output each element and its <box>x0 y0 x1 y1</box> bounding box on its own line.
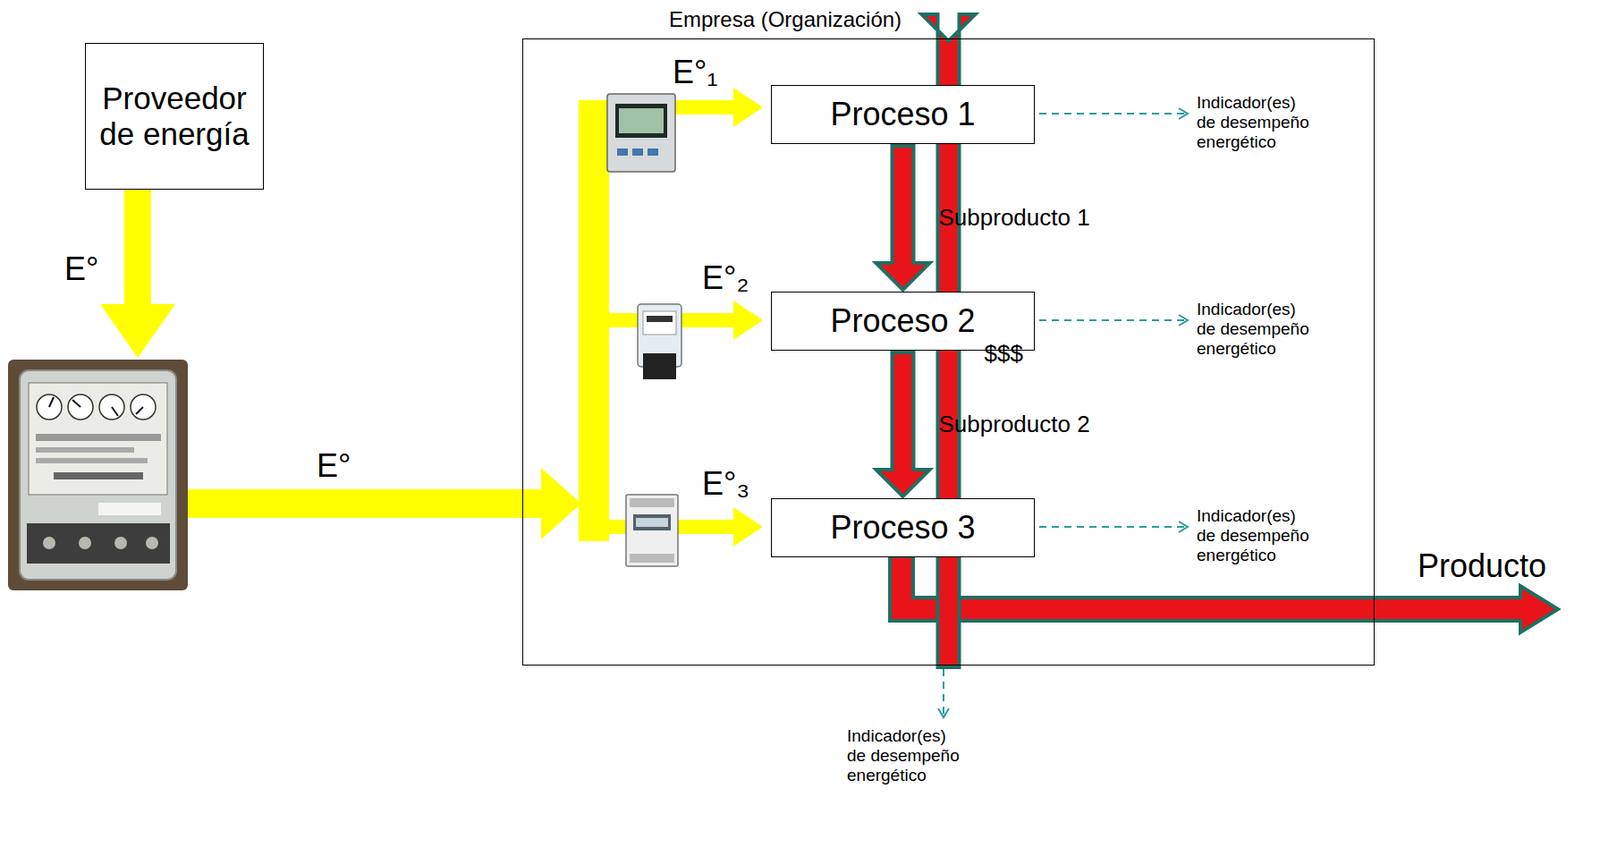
branch-arrow <box>609 300 763 340</box>
meter-label <box>98 502 161 516</box>
meter-glass <box>19 370 177 580</box>
dashed-leader <box>1039 525 1188 528</box>
meter-body <box>607 93 676 172</box>
meter-screen <box>615 103 668 138</box>
meter-plate <box>35 457 148 464</box>
meter-screen <box>633 514 671 531</box>
meter-digits <box>646 315 673 322</box>
meter-button <box>617 148 628 156</box>
meter-terminals <box>629 498 675 508</box>
energy-label: E° <box>316 447 351 484</box>
meter-plate <box>35 433 161 441</box>
node-label: Proceso 2 <box>829 302 975 339</box>
dial-hand <box>49 397 54 407</box>
node-label: Proveedor de energía <box>88 80 261 153</box>
dial-hand <box>111 406 119 416</box>
node-label: Proceso 3 <box>829 508 975 546</box>
indicator-leaders <box>938 108 1188 718</box>
meter-base <box>643 353 677 380</box>
region-heading: Empresa (Organización) <box>668 7 902 33</box>
meter-dial <box>99 394 125 420</box>
meter-1 <box>607 93 676 172</box>
meter-button <box>632 148 644 156</box>
meter-frame <box>8 359 188 591</box>
meter-3 <box>626 494 678 567</box>
dashed-leader <box>1039 319 1188 322</box>
main-meter <box>8 359 188 591</box>
byproduct-arrow <box>876 145 931 290</box>
output-label: Producto <box>1417 547 1547 585</box>
meter-button <box>647 148 659 156</box>
dial-hand <box>135 406 144 415</box>
dial-hand <box>72 399 81 407</box>
meter-plate <box>35 447 135 453</box>
terminal-screw <box>42 536 56 550</box>
process-box: Proceso 1 <box>770 84 1035 144</box>
indicator-note: Indicador(es) de desempeño energético <box>1196 506 1314 566</box>
edge-label: Subproducto 2 <box>939 411 1091 439</box>
meter-disc <box>53 472 144 480</box>
leader-head <box>1178 521 1188 533</box>
edge-label: $$$ <box>984 340 1024 368</box>
meter-body <box>626 494 678 567</box>
energy-bus <box>578 100 610 542</box>
energy-label: E°₁ <box>672 53 719 91</box>
process-box: Proceso 3 <box>770 498 1035 558</box>
dashed-leader <box>1039 112 1188 115</box>
meter-terminals <box>629 553 675 563</box>
dashed-leader <box>942 668 945 718</box>
indicator-note: Indicador(es) de desempeño energético <box>1196 299 1314 359</box>
byproduct-arrow <box>876 352 931 497</box>
meter-digits <box>618 108 664 134</box>
energy-label: E°₂ <box>702 259 749 297</box>
node-label: Proceso 1 <box>829 95 975 133</box>
supplier-box: Proveedor de energía <box>84 42 264 190</box>
leader-head <box>1178 108 1188 119</box>
meter-dial <box>36 394 62 420</box>
meter-terminals <box>26 523 170 564</box>
meter-digits <box>635 517 669 527</box>
energy-label: E°₃ <box>702 465 750 502</box>
indicator-note: Indicador(es) de desempeño energético <box>1196 93 1314 153</box>
meter-face <box>28 382 168 495</box>
leader-head <box>1178 314 1188 326</box>
edge-label: Subproducto 1 <box>939 204 1091 232</box>
meter-face <box>643 311 677 335</box>
terminal-screw <box>78 536 92 550</box>
energy-label: E° <box>64 250 99 288</box>
supply-arrow <box>100 189 176 358</box>
meter-dial <box>130 394 156 420</box>
meter-2 <box>637 304 682 380</box>
meter-dial <box>67 394 94 420</box>
terminal-screw <box>145 536 159 550</box>
leader-head <box>938 708 949 718</box>
terminal-screw <box>114 536 127 550</box>
indicator-note: Indicador(es) de desempeño energético <box>846 726 965 786</box>
